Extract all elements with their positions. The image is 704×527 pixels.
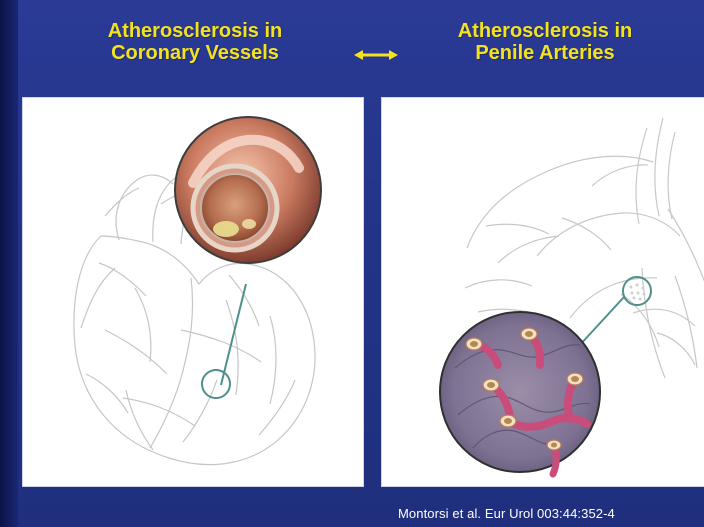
left-title-line-1: Atherosclerosis in [70,20,320,42]
penile-illustration-panel [382,98,704,486]
right-title-line-1: Atherosclerosis in [420,20,670,42]
slide-left-edge [0,0,18,527]
coronary-heart-illustration [23,98,363,486]
left-title: Atherosclerosis in Coronary Vessels [70,20,320,64]
left-title-line-2: Coronary Vessels [70,42,320,64]
double-arrow-icon [352,48,400,62]
right-title: Atherosclerosis in Penile Arteries [420,20,670,64]
penile-artery-illustration [382,98,704,486]
coronary-illustration-panel [23,98,363,486]
citation-text: Montorsi et al. Eur Urol 003:44:352-4 [398,506,615,521]
right-title-line-2: Penile Arteries [420,42,670,64]
